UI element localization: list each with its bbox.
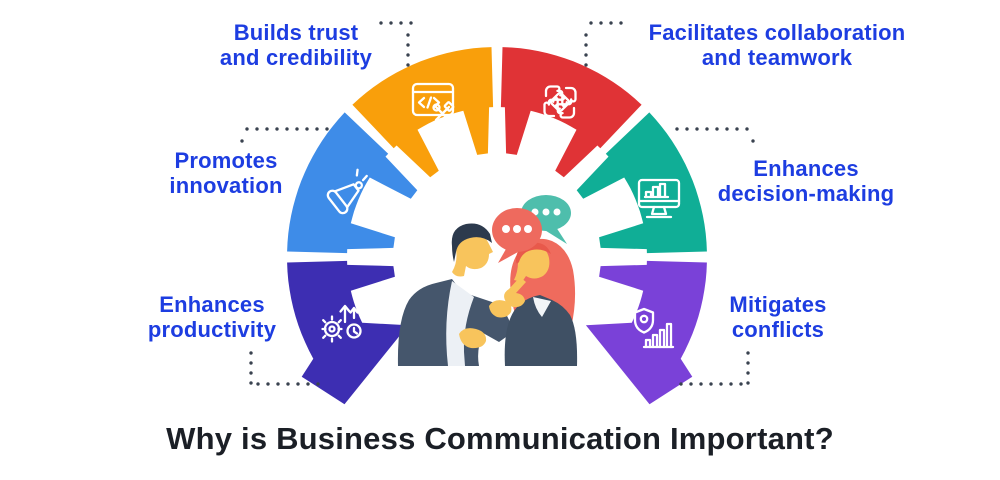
label-line: conflicts: [731, 317, 825, 342]
label-line: Enhances: [753, 156, 859, 181]
people-illustration: [397, 195, 578, 366]
label-line: Mitigates: [729, 292, 827, 317]
connector-builds-trust-v: [406, 30, 410, 72]
segment-collaboration: [500, 47, 642, 178]
segment-innovation: [287, 112, 418, 254]
woman-pointing-hand: [504, 277, 526, 308]
connector-decision-v: [751, 136, 755, 148]
connector-decision-h: [672, 127, 754, 131]
connector-productivity-v: [249, 348, 253, 386]
woman-suit: [504, 295, 578, 366]
man-hand: [459, 328, 487, 349]
megaphone-icon: [326, 168, 374, 215]
code-window-tools-icon: [411, 82, 455, 122]
label-builds-trust: Builds trust and credibility: [146, 20, 446, 70]
label-line: Builds trust: [233, 20, 359, 45]
label-innovation: Promotes innovation: [96, 148, 356, 198]
monitor-chart-icon: [637, 178, 681, 219]
label-decision-making: Enhances decision-making: [671, 156, 941, 206]
segment-decision-making: [576, 112, 707, 254]
woman-shirt: [533, 297, 551, 317]
label-line: and credibility: [219, 45, 373, 70]
label-line: Facilitates collaboration: [648, 20, 906, 45]
connector-innovation-h: [242, 127, 330, 131]
label-collaboration: Facilitates collaboration and teamwork: [622, 20, 932, 70]
label-line: Enhances: [159, 292, 265, 317]
joined-hands-icon: [543, 85, 577, 119]
shield-chart-icon: [633, 307, 675, 349]
man-face: [452, 233, 493, 277]
label-mitigates-conflicts: Mitigates conflicts: [648, 292, 908, 342]
label-line: productivity: [147, 317, 277, 342]
segment-builds-trust: [352, 47, 494, 178]
gear-growth-clock-icon: [321, 304, 362, 343]
page-title: Why is Business Communication Important?: [166, 421, 834, 456]
man-shirt: [446, 281, 474, 366]
label-line: decision-making: [717, 181, 895, 206]
man-open-hand: [489, 300, 512, 318]
connector-builds-trust-h: [376, 21, 418, 25]
label-line: and teamwork: [701, 45, 853, 70]
label-productivity: Enhances productivity: [82, 292, 342, 342]
connector-conflicts-h: [676, 382, 748, 386]
label-line: innovation: [169, 173, 283, 198]
man-hair: [451, 223, 492, 262]
connector-productivity-h: [253, 382, 325, 386]
connector-innovation-v: [240, 136, 244, 148]
woman-face: [514, 245, 550, 282]
label-line: Promotes: [174, 148, 278, 173]
connector-conflicts-v: [746, 348, 750, 386]
speech-bubble-left: [492, 208, 542, 263]
connector-collaboration-v: [584, 30, 588, 72]
connector-collaboration-h: [586, 21, 628, 25]
